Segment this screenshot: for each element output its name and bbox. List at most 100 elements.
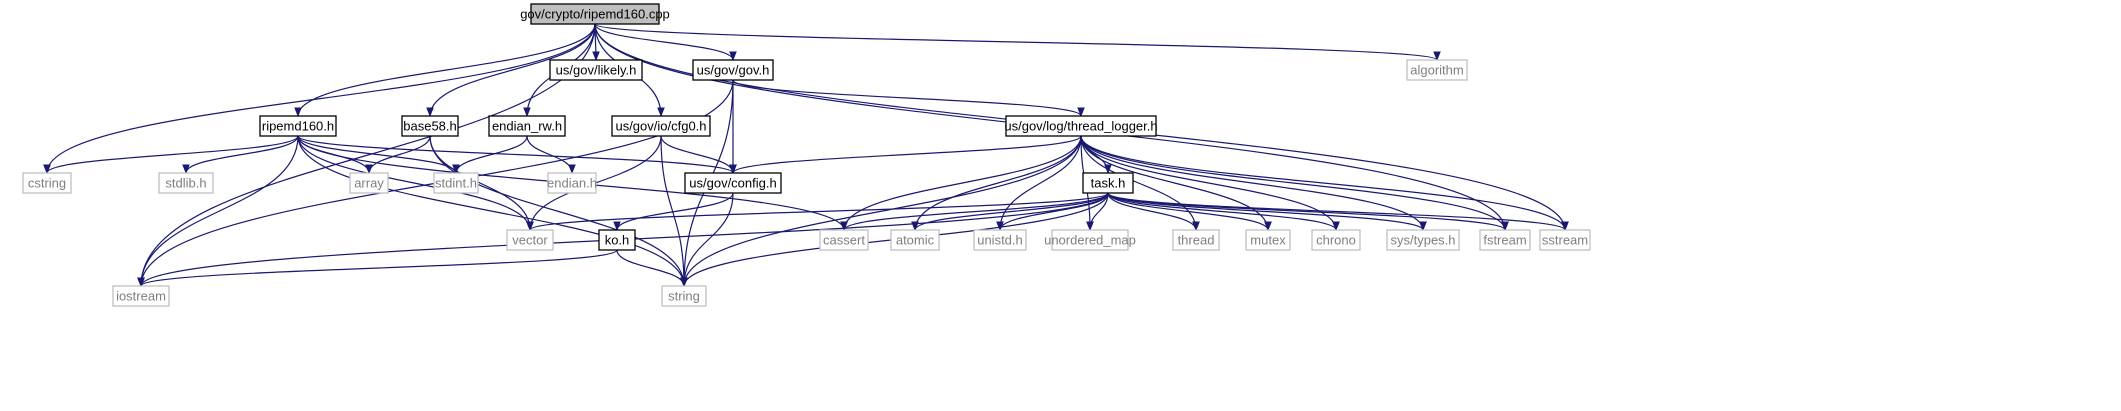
node-stdlib: stdlib.h: [158, 172, 214, 194]
node-string-box: [661, 285, 707, 307]
edge-ripemd-to-stdlib: [182, 135, 299, 174]
node-task[interactable]: task.h: [1082, 172, 1134, 194]
edge-root-to-cstring: [43, 23, 596, 174]
node-base58-label: base58.h: [403, 119, 457, 134]
node-ripemd-box: [259, 115, 337, 137]
node-chrono-label: chrono: [1316, 233, 1356, 248]
node-likely-box: [549, 59, 643, 81]
node-govh-label: us/gov/gov.h: [697, 63, 770, 78]
node-cassert-label: cassert: [823, 233, 865, 248]
node-array-box: [349, 172, 389, 194]
edge-thlog-to-systypes: [1080, 135, 1427, 231]
node-atomic-label: atomic: [896, 233, 935, 248]
node-endianh-label: endian.h: [547, 176, 597, 191]
edge-thlog-to-config: [729, 135, 1082, 174]
node-endianrw-box: [488, 115, 566, 137]
node-algorithm: algorithm: [1406, 59, 1468, 81]
edge-cfg0-to-config: [660, 135, 737, 174]
node-cfg0[interactable]: us/gov/io/cfg0.h: [611, 115, 711, 137]
node-thlog[interactable]: us/gov/log/thread_logger.h: [1004, 115, 1158, 137]
node-fstream-label: fstream: [1483, 233, 1526, 248]
edge-task-to-fstream: [1107, 192, 1509, 231]
node-systypes-label: sys/types.h: [1390, 233, 1455, 248]
node-vector-box: [506, 229, 554, 251]
edge-thlog-to-thread: [1080, 135, 1200, 231]
node-govh-box: [692, 59, 774, 81]
node-mutex-label: mutex: [1250, 233, 1286, 248]
node-array: array: [349, 172, 389, 194]
node-cstring-box: [22, 172, 72, 194]
edge-ripemd-to-string: [297, 135, 688, 287]
edge-task-to-umap: [1086, 192, 1109, 231]
edge-endianrw-to-endianh: [526, 135, 576, 174]
nodes-layer: gov/crypto/ripemd160.cpp us/gov/likely.h u…: [22, 3, 1591, 307]
edge-task-to-vector: [526, 192, 1109, 231]
node-ripemd-label: ripemd160.h: [262, 119, 334, 134]
node-root-box: [530, 3, 660, 25]
node-thread-label: thread: [1178, 233, 1215, 248]
edge-config-to-string: [680, 192, 734, 287]
node-stdlib-box: [158, 172, 214, 194]
edge-thlog-to-string: [680, 135, 1082, 287]
node-iostream: iostream: [112, 285, 170, 307]
node-ripemd[interactable]: ripemd160.h: [259, 115, 337, 137]
node-thread-box: [1172, 229, 1220, 251]
edge-thlog-to-cassert: [840, 135, 1082, 231]
node-endianh-box: [547, 172, 597, 194]
node-koh-box: [598, 229, 636, 251]
node-likely[interactable]: us/gov/likely.h: [549, 59, 643, 81]
node-umap-label: unordered_map: [1044, 233, 1136, 248]
edge-cfg0-to-string: [660, 135, 688, 287]
node-fstream: fstream: [1479, 229, 1531, 251]
edge-thlog-to-sstream: [1080, 135, 1569, 231]
node-stdlib-label: stdlib.h: [165, 176, 206, 191]
node-base58-box: [401, 115, 459, 137]
node-stdint: stdint.h: [433, 172, 479, 194]
node-algorithm-box: [1406, 59, 1468, 81]
node-stdint-box: [433, 172, 479, 194]
edge-endianrw-to-stdint: [452, 135, 528, 174]
edge-task-to-atomic: [911, 192, 1109, 231]
node-base58[interactable]: base58.h: [401, 115, 459, 137]
edge-task-to-chrono: [1107, 192, 1340, 231]
node-vector-label: vector: [512, 233, 548, 248]
node-config-box: [684, 172, 782, 194]
node-koh[interactable]: ko.h: [598, 229, 636, 251]
edge-koh-to-string: [616, 249, 688, 287]
node-atomic-box: [890, 229, 940, 251]
node-unistd-label: unistd.h: [977, 233, 1023, 248]
edge-config-to-koh: [613, 192, 734, 231]
node-config[interactable]: us/gov/config.h: [684, 172, 782, 194]
edge-ripemd-to-vector: [297, 135, 534, 231]
edge-ripemd-to-stdint: [297, 135, 460, 174]
node-thlog-label: us/gov/log/thread_logger.h: [1004, 119, 1157, 134]
node-likely-label: us/gov/likely.h: [556, 63, 637, 78]
node-endianrw[interactable]: endian_rw.h: [488, 115, 566, 137]
edge-task-to-thread: [1107, 192, 1200, 231]
node-cstring-label: cstring: [28, 176, 66, 191]
edge-task-to-cassert: [840, 192, 1109, 231]
node-koh-label: ko.h: [605, 233, 630, 248]
node-chrono-box: [1311, 229, 1361, 251]
edge-ripemd-to-cstring: [43, 135, 299, 174]
node-cassert-box: [819, 229, 869, 251]
edge-thlog-to-fstream: [1080, 135, 1509, 231]
node-govh[interactable]: us/gov/gov.h: [692, 59, 774, 81]
node-root[interactable]: gov/crypto/ripemd160.cpp: [520, 3, 670, 25]
node-fstream-box: [1479, 229, 1531, 251]
node-unistd-box: [973, 229, 1027, 251]
node-sstream-label: sstream: [1542, 233, 1588, 248]
edge-base58-to-array: [365, 135, 431, 174]
node-sstream-box: [1539, 229, 1591, 251]
node-vector: vector: [506, 229, 554, 251]
node-umap-box: [1051, 229, 1129, 251]
node-string-label: string: [668, 289, 700, 304]
node-mutex: mutex: [1245, 229, 1291, 251]
edge-root-to-govh: [594, 23, 737, 61]
node-iostream-label: iostream: [116, 289, 166, 304]
node-endianrw-label: endian_rw.h: [492, 119, 562, 134]
node-cfg0-box: [611, 115, 711, 137]
node-algorithm-label: algorithm: [1410, 63, 1463, 78]
node-systypes: sys/types.h: [1386, 229, 1460, 251]
